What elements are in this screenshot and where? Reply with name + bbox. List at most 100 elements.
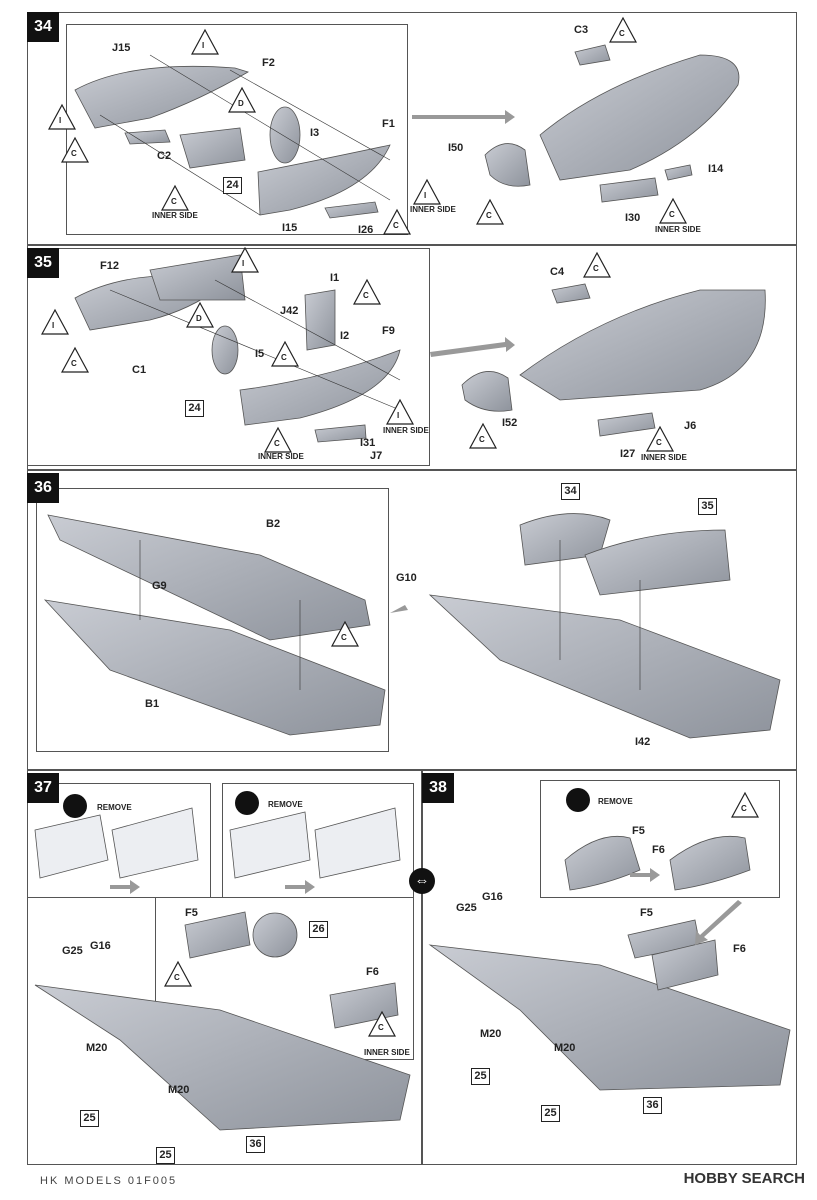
- label-m20: M20: [168, 1084, 190, 1096]
- marker-c: C: [174, 973, 180, 982]
- paint-triangle: [60, 136, 90, 163]
- paint-triangle: [385, 398, 415, 425]
- c4-part: [551, 283, 591, 304]
- label-j42: J42: [280, 305, 299, 317]
- arrow: [430, 337, 515, 357]
- step-37-frame: [27, 770, 422, 1165]
- paint-triangle: [352, 278, 382, 305]
- ref-step-34: 34: [561, 483, 580, 500]
- paint-triangle: [367, 1010, 397, 1037]
- f6-part-37: [329, 982, 399, 1029]
- label-f12: F12: [100, 260, 119, 272]
- wing-38: [428, 944, 791, 1091]
- label-f5: F5: [632, 825, 645, 837]
- label-c2: C2: [157, 150, 172, 162]
- label-m20: M20: [86, 1042, 108, 1054]
- marker-d: D: [196, 314, 202, 323]
- label-inner-side: INNER SIDE: [641, 453, 687, 462]
- marker-i: I: [202, 41, 205, 50]
- step-number-35: 35: [27, 248, 59, 278]
- step-36-inner-frame: [36, 488, 389, 752]
- marker-i: I: [52, 321, 55, 330]
- label-remove: REMOVE: [598, 797, 633, 806]
- paint-triangle: [730, 791, 760, 818]
- label-inner-side: INNER SIDE: [152, 211, 198, 220]
- label-c1: C1: [132, 364, 147, 376]
- label-i27: I27: [620, 448, 636, 460]
- marker-c: C: [171, 197, 177, 206]
- label-i14: I14: [708, 163, 724, 175]
- paint-triangle: [475, 198, 505, 225]
- ref-step-25: 25: [80, 1110, 99, 1127]
- ref-step-26: 26: [309, 921, 328, 938]
- remove-piece-37b: [111, 807, 199, 879]
- marker-c: C: [378, 1023, 384, 1032]
- remove-piece-37d: [314, 807, 401, 879]
- i31-part: [314, 424, 367, 443]
- label-inner-side: INNER SIDE: [258, 452, 304, 461]
- label-f6: F6: [733, 943, 746, 955]
- marker-c: C: [619, 29, 625, 38]
- label-remove: REMOVE: [97, 803, 132, 812]
- paint-triangle: [60, 346, 90, 373]
- marker-i: I: [59, 116, 62, 125]
- f9-part: [239, 349, 401, 426]
- step-36-frame: [27, 470, 797, 770]
- label-j6: J6: [684, 420, 697, 432]
- label-remove: REMOVE: [268, 800, 303, 809]
- i27-part: [597, 412, 656, 437]
- marker-c: C: [593, 264, 599, 273]
- label-i2: I2: [340, 330, 350, 342]
- i3-part: [269, 106, 301, 164]
- c3-part: [574, 44, 611, 66]
- marker-i: I: [424, 191, 427, 200]
- b1-wing-bottom: [43, 599, 386, 736]
- ref-step-25: 25: [156, 1147, 175, 1164]
- marker-i: I: [397, 411, 400, 420]
- arrow: [390, 605, 408, 613]
- label-i50: I50: [448, 142, 464, 154]
- remove-piece-37a: [34, 814, 109, 879]
- marker-c: C: [393, 221, 399, 230]
- i14-part: [664, 164, 693, 181]
- label-j7: J7: [370, 450, 383, 462]
- remove-icon: [566, 788, 590, 812]
- paint-triangle: [645, 425, 675, 452]
- remove-piece-37c: [229, 811, 311, 879]
- label-g25: G25: [456, 902, 477, 914]
- marker-c: C: [281, 353, 287, 362]
- ref-step-24: 24: [223, 177, 242, 194]
- f2-nose-part: [74, 65, 249, 129]
- label-c4: C4: [550, 266, 565, 278]
- step34-nacelle: [539, 54, 740, 181]
- marker-i: I: [242, 259, 245, 268]
- i2-part: [304, 289, 336, 351]
- label-inner-side: INNER SIDE: [383, 426, 429, 435]
- guide-line: [214, 279, 401, 381]
- guide-line: [99, 114, 261, 216]
- label-i3: I3: [310, 127, 320, 139]
- ref-step-25: 25: [541, 1105, 560, 1122]
- guide-line: [109, 289, 401, 411]
- step-number-36: 36: [27, 473, 59, 503]
- label-f6: F6: [652, 844, 665, 856]
- paint-triangle: [412, 178, 442, 205]
- label-c3: C3: [574, 24, 589, 36]
- f6-part-38: [651, 939, 719, 991]
- paint-triangle: [468, 422, 498, 449]
- label-m20: M20: [480, 1028, 502, 1040]
- paint-triangle: [47, 103, 77, 130]
- paint-triangle: [230, 246, 260, 273]
- paint-triangle: [227, 86, 257, 113]
- wheel-part: [252, 912, 298, 958]
- paint-triangle: [330, 620, 360, 647]
- i30-part: [599, 177, 659, 203]
- marker-c: C: [363, 291, 369, 300]
- c2-part: [124, 129, 171, 145]
- label-inner-side: INNER SIDE: [364, 1048, 410, 1057]
- label-f2: F2: [262, 57, 275, 69]
- remove-piece-38a: [564, 835, 641, 891]
- paint-triangle: [40, 308, 70, 335]
- paint-triangle: [185, 301, 215, 328]
- marker-c: C: [486, 211, 492, 220]
